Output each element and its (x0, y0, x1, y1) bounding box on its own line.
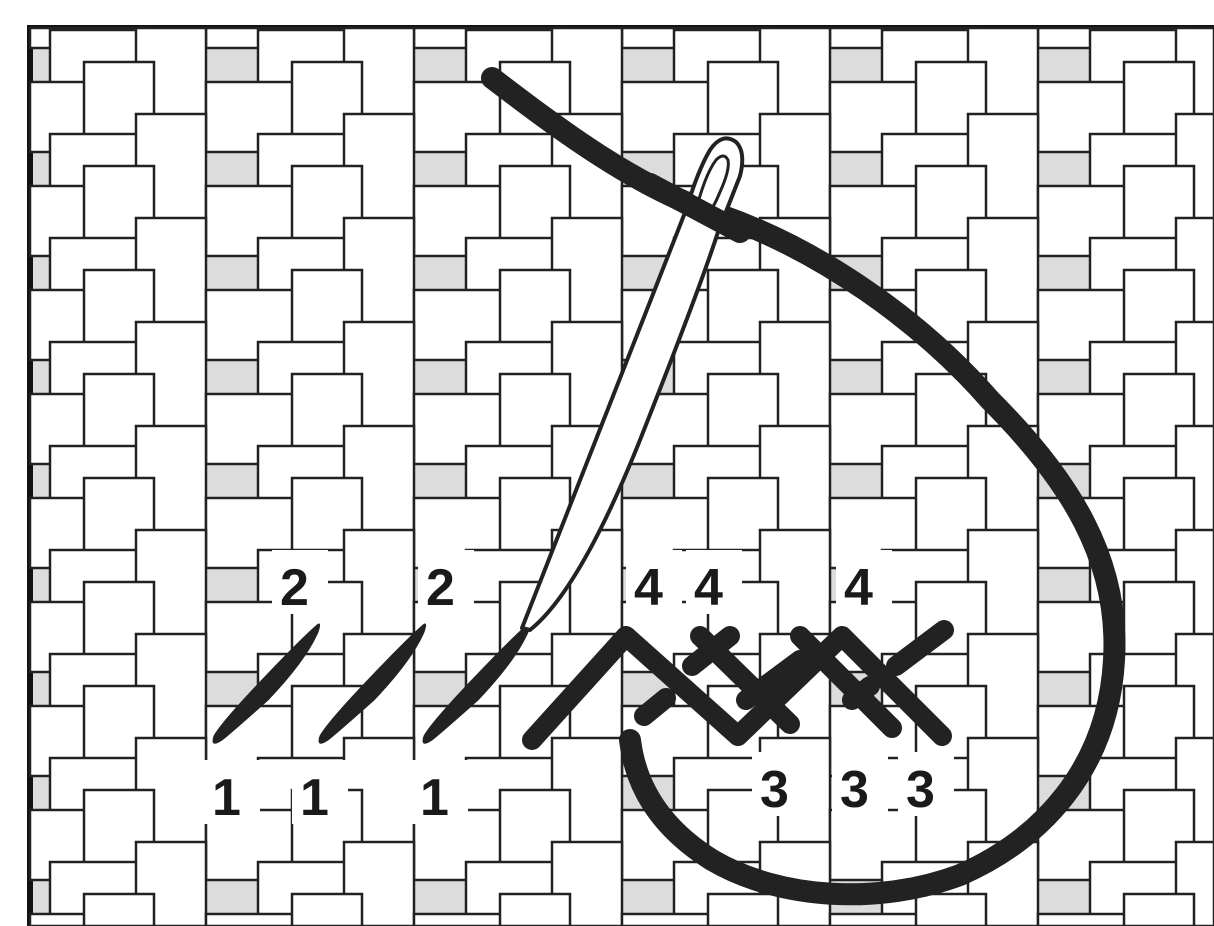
label-bottom-3: 1 (420, 769, 449, 827)
stitches (212, 623, 531, 744)
step-labels: 2 2 4 4 4 1 1 1 3 3 3 (212, 559, 935, 827)
weave-block (706, 892, 780, 926)
weave-block (82, 892, 156, 926)
stitch-3 (422, 623, 531, 744)
thread-through-eye (639, 173, 751, 243)
label-backgrounds (204, 550, 954, 824)
weave-block (498, 892, 572, 926)
needle-icon (520, 136, 751, 632)
herringbone-cross (690, 626, 902, 738)
label-bottom-6: 3 (906, 761, 935, 819)
stitch-2 (318, 623, 427, 744)
label-top-3: 4 (634, 559, 663, 617)
label-top-2: 2 (426, 559, 455, 617)
label-top-5: 4 (844, 559, 873, 617)
label-bottom-4: 3 (760, 761, 789, 819)
label-bottom-5: 3 (840, 761, 869, 819)
herringbone-zigzag (522, 626, 952, 750)
label-bottom-2: 1 (300, 769, 329, 827)
label-top-4: 4 (694, 559, 723, 617)
weave-block (914, 892, 988, 926)
label-top-1: 2 (280, 559, 309, 617)
stitch-1 (212, 623, 321, 744)
weave-block (1122, 892, 1196, 926)
label-bottom-1: 1 (212, 769, 241, 827)
weave-block (290, 892, 364, 926)
